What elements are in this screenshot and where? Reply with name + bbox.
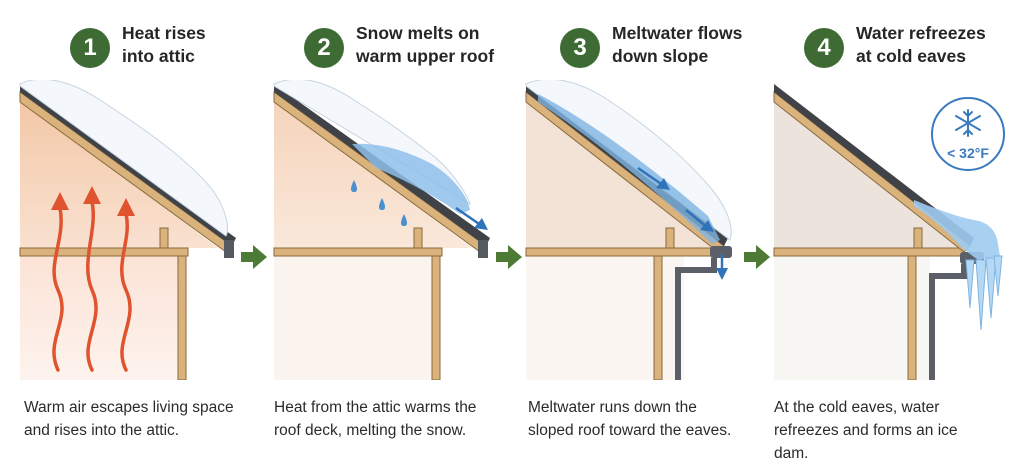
gutter — [710, 246, 732, 258]
step-header-2: 2 Snow melts on warm upper roof — [304, 22, 514, 78]
arrowhead — [117, 198, 135, 216]
ice-dam-illustration: < 32°F — [773, 84, 1005, 380]
arrowhead — [656, 178, 670, 190]
caption-line: and rises into the attic. — [24, 422, 180, 439]
arrowhead — [83, 186, 101, 204]
arrow-shape — [496, 245, 522, 269]
snowflake-tick — [967, 111, 973, 117]
step-title-line: at cold eaves — [856, 46, 966, 66]
warm-air-arrow — [52, 206, 64, 372]
snowflake-icon — [955, 109, 981, 137]
snow-melt-illustration — [273, 80, 490, 380]
wall-stud — [907, 255, 917, 380]
living-space — [20, 256, 178, 380]
caption-line: sloped roof toward the eaves. — [528, 422, 732, 439]
arrowheads — [656, 178, 728, 280]
icicle — [993, 255, 1003, 297]
snowflake-arm — [955, 115, 981, 131]
meltwater-flow-illustration — [525, 80, 732, 380]
temperature-label: < 32°F — [947, 145, 989, 161]
arrow-shape — [241, 245, 267, 269]
icicle — [985, 257, 997, 319]
living-space — [274, 256, 432, 380]
icicles — [965, 255, 1003, 331]
meltwater-layer — [352, 143, 470, 214]
arrowhead — [51, 192, 69, 210]
next-step-arrow-icon — [744, 245, 770, 269]
step-caption: Warm air escapes living space and rises … — [24, 396, 246, 442]
step-title-line: Snow melts on — [356, 23, 480, 43]
ceiling-joist — [19, 247, 189, 257]
downspout — [675, 258, 717, 380]
next-step-arrow-icon — [241, 245, 267, 269]
gutter — [224, 240, 234, 258]
caption-line: Meltwater runs down the — [528, 399, 697, 416]
step-header-1: 1 Heat rises into attic — [70, 22, 280, 78]
step-header-3: 3 Meltwater flows down slope — [560, 22, 770, 78]
caption-line: Heat from the attic warms the — [274, 399, 477, 416]
warm-air-arrowheads — [51, 186, 135, 216]
icicle — [965, 259, 975, 309]
step-panel-4: 4 Water refreezes at cold eaves — [764, 0, 1024, 462]
icicle — [975, 259, 987, 331]
water-drop — [379, 198, 385, 210]
step-title: Water refreezes at cold eaves — [856, 22, 1016, 68]
caption-line: Warm air escapes living space — [24, 399, 234, 416]
step-panel-2: 2 Snow melts on warm upper roof — [256, 0, 508, 459]
meltwater-layer — [538, 94, 720, 244]
ice-dam — [914, 200, 1000, 260]
step-caption: Heat from the attic warms the roof deck,… — [274, 396, 496, 442]
caption-line: At the cold eaves, water — [774, 399, 940, 416]
step-number-badge: 4 — [804, 28, 844, 68]
step-panel-1: 1 Heat rises into attic — [0, 0, 252, 459]
downspout — [929, 264, 967, 380]
caption-line: refreezes and forms an ice dam. — [774, 422, 958, 462]
step-title: Meltwater flows down slope — [612, 22, 772, 68]
step-title-line: Heat rises — [122, 23, 206, 43]
step-title-line: down slope — [612, 46, 709, 66]
step-title-line: into attic — [122, 46, 195, 66]
step-title: Heat rises into attic — [122, 22, 282, 68]
wall-stud — [431, 255, 441, 380]
snowflake-tick — [967, 129, 973, 135]
water-drop — [401, 214, 407, 226]
living-space — [774, 256, 930, 380]
warm-air-arrows — [52, 200, 132, 372]
step-title-line: warm upper roof — [356, 46, 495, 66]
gutter — [478, 240, 488, 258]
melt-flow-arrow — [455, 206, 483, 228]
water-drop — [351, 180, 357, 192]
caption-line: roof deck, melting the snow. — [274, 422, 467, 439]
step-number-badge: 1 — [70, 28, 110, 68]
step-title-line: Meltwater flows — [612, 23, 743, 43]
attic-heat-illustration — [19, 80, 236, 380]
step-panel-3: 3 Meltwater flows down slope Meltwater r — [508, 0, 760, 459]
step-number-badge: 2 — [304, 28, 344, 68]
arrowhead — [474, 218, 488, 230]
step-caption: Meltwater runs down the sloped roof towa… — [528, 396, 750, 442]
arrowhead — [716, 268, 728, 280]
ceiling-joist — [525, 247, 713, 257]
step-title-line: Water refreezes — [856, 23, 986, 43]
arrow-shape — [744, 245, 770, 269]
warm-air-arrow — [120, 212, 132, 372]
step-caption: At the cold eaves, water refreezes and f… — [774, 396, 996, 465]
arrow-line — [637, 166, 665, 188]
arrow-line — [455, 206, 483, 228]
step-title: Snow melts on warm upper roof — [356, 22, 516, 68]
step-number-badge: 3 — [560, 28, 600, 68]
next-step-arrow-icon — [496, 245, 522, 269]
step-header-4: 4 Water refreezes at cold eaves — [804, 22, 1014, 78]
warm-air-arrow — [86, 200, 98, 372]
arrowhead — [700, 220, 714, 232]
ceiling-joist — [273, 247, 443, 257]
wall-stud — [653, 255, 663, 380]
water-drops — [351, 180, 407, 226]
wall-stud — [177, 255, 187, 380]
ceiling-joist — [773, 247, 965, 257]
roof-snow — [19, 80, 228, 237]
